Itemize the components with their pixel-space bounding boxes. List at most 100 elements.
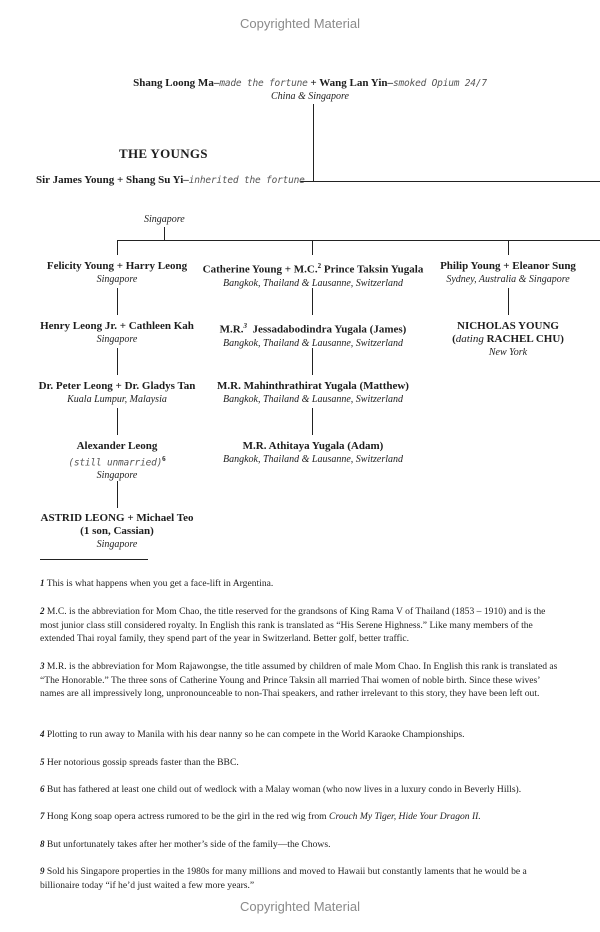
footnote-text: Hong Kong soap opera actress rumored to …	[46, 811, 330, 822]
footnote-number: 6	[40, 784, 45, 794]
person-location: New York	[488, 347, 528, 358]
branch1-gen5: ASTRID LEONG + Michael Teo (1 son, Cassi…	[17, 512, 217, 551]
branch2-gen1: Catherine Young + M.C.2 Prince Taksin Yu…	[192, 260, 434, 290]
footnote-number: 4	[40, 729, 45, 739]
branch2-gen4: M.R. Athitaya Yugala (Adam) Bangkok, Tha…	[192, 440, 434, 466]
footnote-text: M.C. is the abbreviation for Mom Chao, t…	[40, 606, 546, 644]
person-names: Philip Young + Eleanor Sung	[440, 260, 576, 272]
branch1-gen4: Alexander Leong (still unmarried)6 Singa…	[17, 440, 217, 482]
branch1-gen2: Henry Leong Jr. + Cathleen Kah Singapore	[17, 320, 217, 346]
tree-line-children-bar	[117, 240, 600, 241]
name-part: RACHEL CHU)	[483, 333, 564, 345]
footnote-number: 2	[40, 606, 45, 616]
footnote-2: 2 M.C. is the abbreviation for Mom Chao,…	[40, 605, 564, 646]
patriarch-location: Singapore	[144, 214, 185, 225]
branch1-gen1: Felicity Young + Harry Leong Singapore	[17, 260, 217, 286]
person-location: Singapore	[96, 539, 138, 550]
branch2-gen2: M.R.3 Jessadabodindra Yugala (James) Ban…	[192, 320, 434, 350]
founders-location: China & Singapore	[271, 91, 349, 102]
tree-line-sg-down	[164, 227, 165, 241]
tree-line	[117, 481, 118, 508]
footnote-title: Crouch My Tiger, Hide Your Dragon II.	[329, 811, 481, 822]
footnote-6: 6 But has fathered at least one child ou…	[40, 783, 564, 797]
copyright-watermark-bottom: Copyrighted Material	[240, 899, 360, 914]
footnote-number: 7	[40, 811, 45, 821]
person-location: Singapore	[96, 274, 138, 285]
person-names: ASTRID LEONG + Michael Teo	[40, 512, 194, 524]
person-note: (still unmarried)	[68, 457, 163, 469]
footnote-ref: 6	[162, 455, 166, 463]
person-location: Bangkok, Thailand & Lausanne, Switzerlan…	[223, 394, 403, 405]
person-names: M.R.3 Jessadabodindra Yugala (James)	[192, 320, 434, 337]
footnote-ref: 3	[243, 322, 248, 330]
tree-line	[117, 408, 118, 435]
footnote-separator	[40, 559, 148, 560]
tree-line-branch-3	[508, 240, 509, 255]
founder-a-note: made the fortune	[219, 78, 308, 89]
person-names: Felicity Young + Harry Leong	[46, 260, 188, 272]
footnote-9: 9 Sold his Singapore properties in the 1…	[40, 865, 564, 892]
tree-line	[508, 288, 509, 315]
footnote-1: 1 This is what happens when you get a fa…	[40, 577, 564, 591]
tree-line	[117, 348, 118, 375]
founder-b-name: Wang Lan Yin	[319, 77, 388, 89]
footnote-5: 5 Her notorious gossip spreads faster th…	[40, 756, 564, 770]
person-names: M.R. Mahinthrathirat Yugala (Matthew)	[217, 380, 409, 392]
tree-line-founders-down	[313, 104, 314, 182]
branch3-gen1: Philip Young + Eleanor Sung Sydney, Aust…	[418, 260, 598, 286]
person-names: NICHOLAS YOUNG	[457, 320, 559, 332]
person-location: Singapore	[96, 470, 138, 482]
person-location: Bangkok, Thailand & Lausanne, Switzerlan…	[223, 337, 403, 349]
name-part: M.R.	[219, 323, 244, 336]
person-names-line2: (1 son, Cassian)	[80, 525, 154, 537]
name-part: Prince Taksin Yugala	[321, 263, 424, 276]
branch1-gen3: Dr. Peter Leong + Dr. Gladys Tan Kuala L…	[17, 380, 217, 406]
footnote-number: 5	[40, 757, 45, 767]
tree-line	[117, 288, 118, 315]
person-names: Catherine Young + M.C.2 Prince Taksin Yu…	[192, 260, 434, 277]
footnote-4: 4 Plotting to run away to Manila with hi…	[40, 728, 564, 742]
person-location: Singapore	[96, 334, 138, 345]
person-location: Kuala Lumpur, Malaysia	[67, 394, 167, 405]
footnote-number: 8	[40, 839, 45, 849]
tree-line-patriarch-bar	[300, 181, 600, 182]
person-location: Bangkok, Thailand & Lausanne, Switzerlan…	[223, 277, 403, 289]
plus-sign: +	[310, 77, 317, 89]
person-names: Henry Leong Jr. + Cathleen Kah	[40, 320, 194, 332]
tree-line	[312, 348, 313, 375]
person-names: Dr. Peter Leong + Dr. Gladys Tan	[38, 380, 196, 392]
person-names: Alexander Leong	[76, 440, 158, 452]
tree-line	[312, 408, 313, 435]
footnote-7: 7 Hong Kong soap opera actress rumored t…	[40, 810, 564, 824]
footnote-text: But has fathered at least one child out …	[46, 784, 522, 795]
copyright-watermark-top: Copyrighted Material	[240, 16, 360, 31]
name-part: Catherine Young + M.C.	[202, 263, 318, 276]
footnote-text: This is what happens when you get a face…	[46, 578, 274, 589]
footnote-8: 8 But unfortunately takes after her moth…	[40, 838, 564, 852]
footnote-number: 3	[40, 661, 45, 671]
family-heading: THE YOUNGS	[119, 146, 208, 161]
footnote-text: Her notorious gossip spreads faster than…	[46, 757, 239, 768]
tree-line-branch-1	[117, 240, 118, 255]
patriarch-names: Sir James Young + Shang Su Yi	[36, 174, 184, 186]
person-location: Bangkok, Thailand & Lausanne, Switzerlan…	[223, 454, 403, 465]
founder-b-note: smoked Opium 24/7	[393, 78, 487, 89]
branch3-gen2: NICHOLAS YOUNG (dating RACHEL CHU) New Y…	[418, 320, 598, 359]
name-part: (	[452, 333, 456, 345]
patriarch-node: Sir James Young + Shang Su Yi–inherited …	[36, 174, 305, 186]
footnote-text: Sold his Singapore properties in the 198…	[40, 866, 527, 891]
footnote-text: But unfortunately takes after her mother…	[46, 839, 331, 850]
founder-a-name: Shang Loong Ma	[133, 77, 214, 89]
person-names-line2: (dating RACHEL CHU)	[418, 333, 598, 346]
person-location: Sydney, Australia & Singapore	[446, 274, 570, 285]
founders-node: Shang Loong Ma–made the fortune + Wang L…	[100, 77, 520, 103]
footnote-number: 1	[40, 578, 45, 588]
name-part: Jessadabodindra Yugala (James)	[247, 323, 407, 336]
patriarch-note: inherited the fortune	[188, 175, 305, 186]
footnote-text: Plotting to run away to Manila with his …	[46, 729, 465, 740]
name-part: dating	[455, 333, 484, 345]
tree-line-branch-2	[312, 240, 313, 255]
footnote-3: 3 M.R. is the abbreviation for Mom Rajaw…	[40, 660, 564, 701]
person-names: M.R. Athitaya Yugala (Adam)	[242, 440, 384, 452]
founders-names: Shang Loong Ma–made the fortune + Wang L…	[133, 77, 487, 89]
